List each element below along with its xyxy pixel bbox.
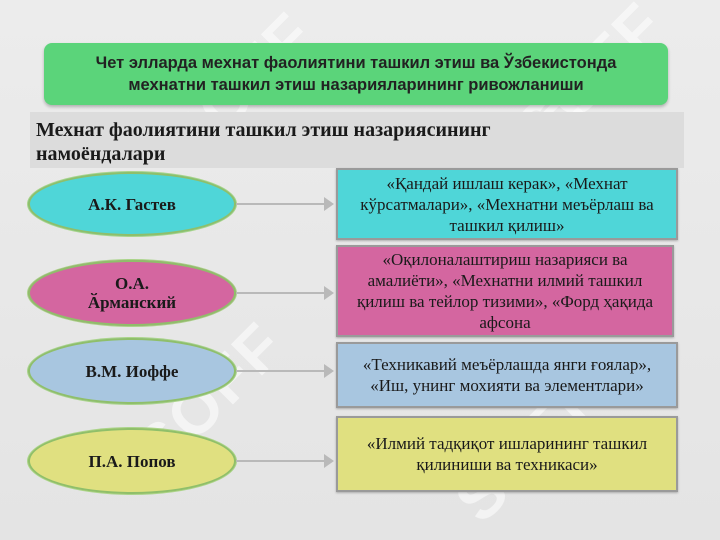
subtitle-band (30, 112, 684, 168)
connector-arrow (236, 197, 334, 211)
works-text: «Илмий тадқиқот ишларининг ташкил қилини… (366, 434, 648, 474)
person-ellipse-popov: П.А. Попов (28, 428, 236, 494)
person-ellipse-ioffe: В.М. Иоффе (28, 338, 236, 404)
person-ellipse-gastev: А.К. Гастев (28, 172, 236, 236)
slide-subtitle: Мехнат фаолиятини ташкил этиш назариясин… (36, 119, 491, 165)
works-box-popov: «Илмий тадқиқот ишларининг ташкил қилини… (336, 416, 678, 492)
person-name: А.К. Гастев (88, 194, 176, 214)
works-text: «Оқилоналаштириш назарияси ва амалиёти»,… (356, 250, 654, 332)
connector-arrow (236, 286, 334, 300)
works-text: «Қандай ишлаш керак», «Мехнат кўрсатмала… (360, 173, 654, 235)
person-name: О.А. Ӑрманский (87, 274, 177, 312)
works-box-ioffe: «Техникавий меъёрлашда янги ғоялар», «Иш… (336, 342, 678, 408)
works-box-gastev: «Қандай ишлаш керак», «Мехнат кўрсатмала… (336, 168, 678, 240)
slide-title: Чет элларда мехнат фаолиятини ташкил эти… (95, 54, 617, 94)
person-ellipse-ermanskiy: О.А. Ӑрманский (28, 260, 236, 326)
connector-arrow (236, 364, 334, 378)
person-name: П.А. Попов (88, 451, 176, 471)
works-box-ermanskiy: «Оқилоналаштириш назарияси ва амалиёти»,… (336, 245, 674, 337)
works-text: «Техникавий меъёрлашда янги ғоялар», «Иш… (362, 355, 652, 395)
connector-arrow (236, 454, 334, 468)
title-banner: Чет элларда мехнат фаолиятини ташкил эти… (44, 43, 668, 105)
person-name: В.М. Иоффе (85, 361, 179, 381)
